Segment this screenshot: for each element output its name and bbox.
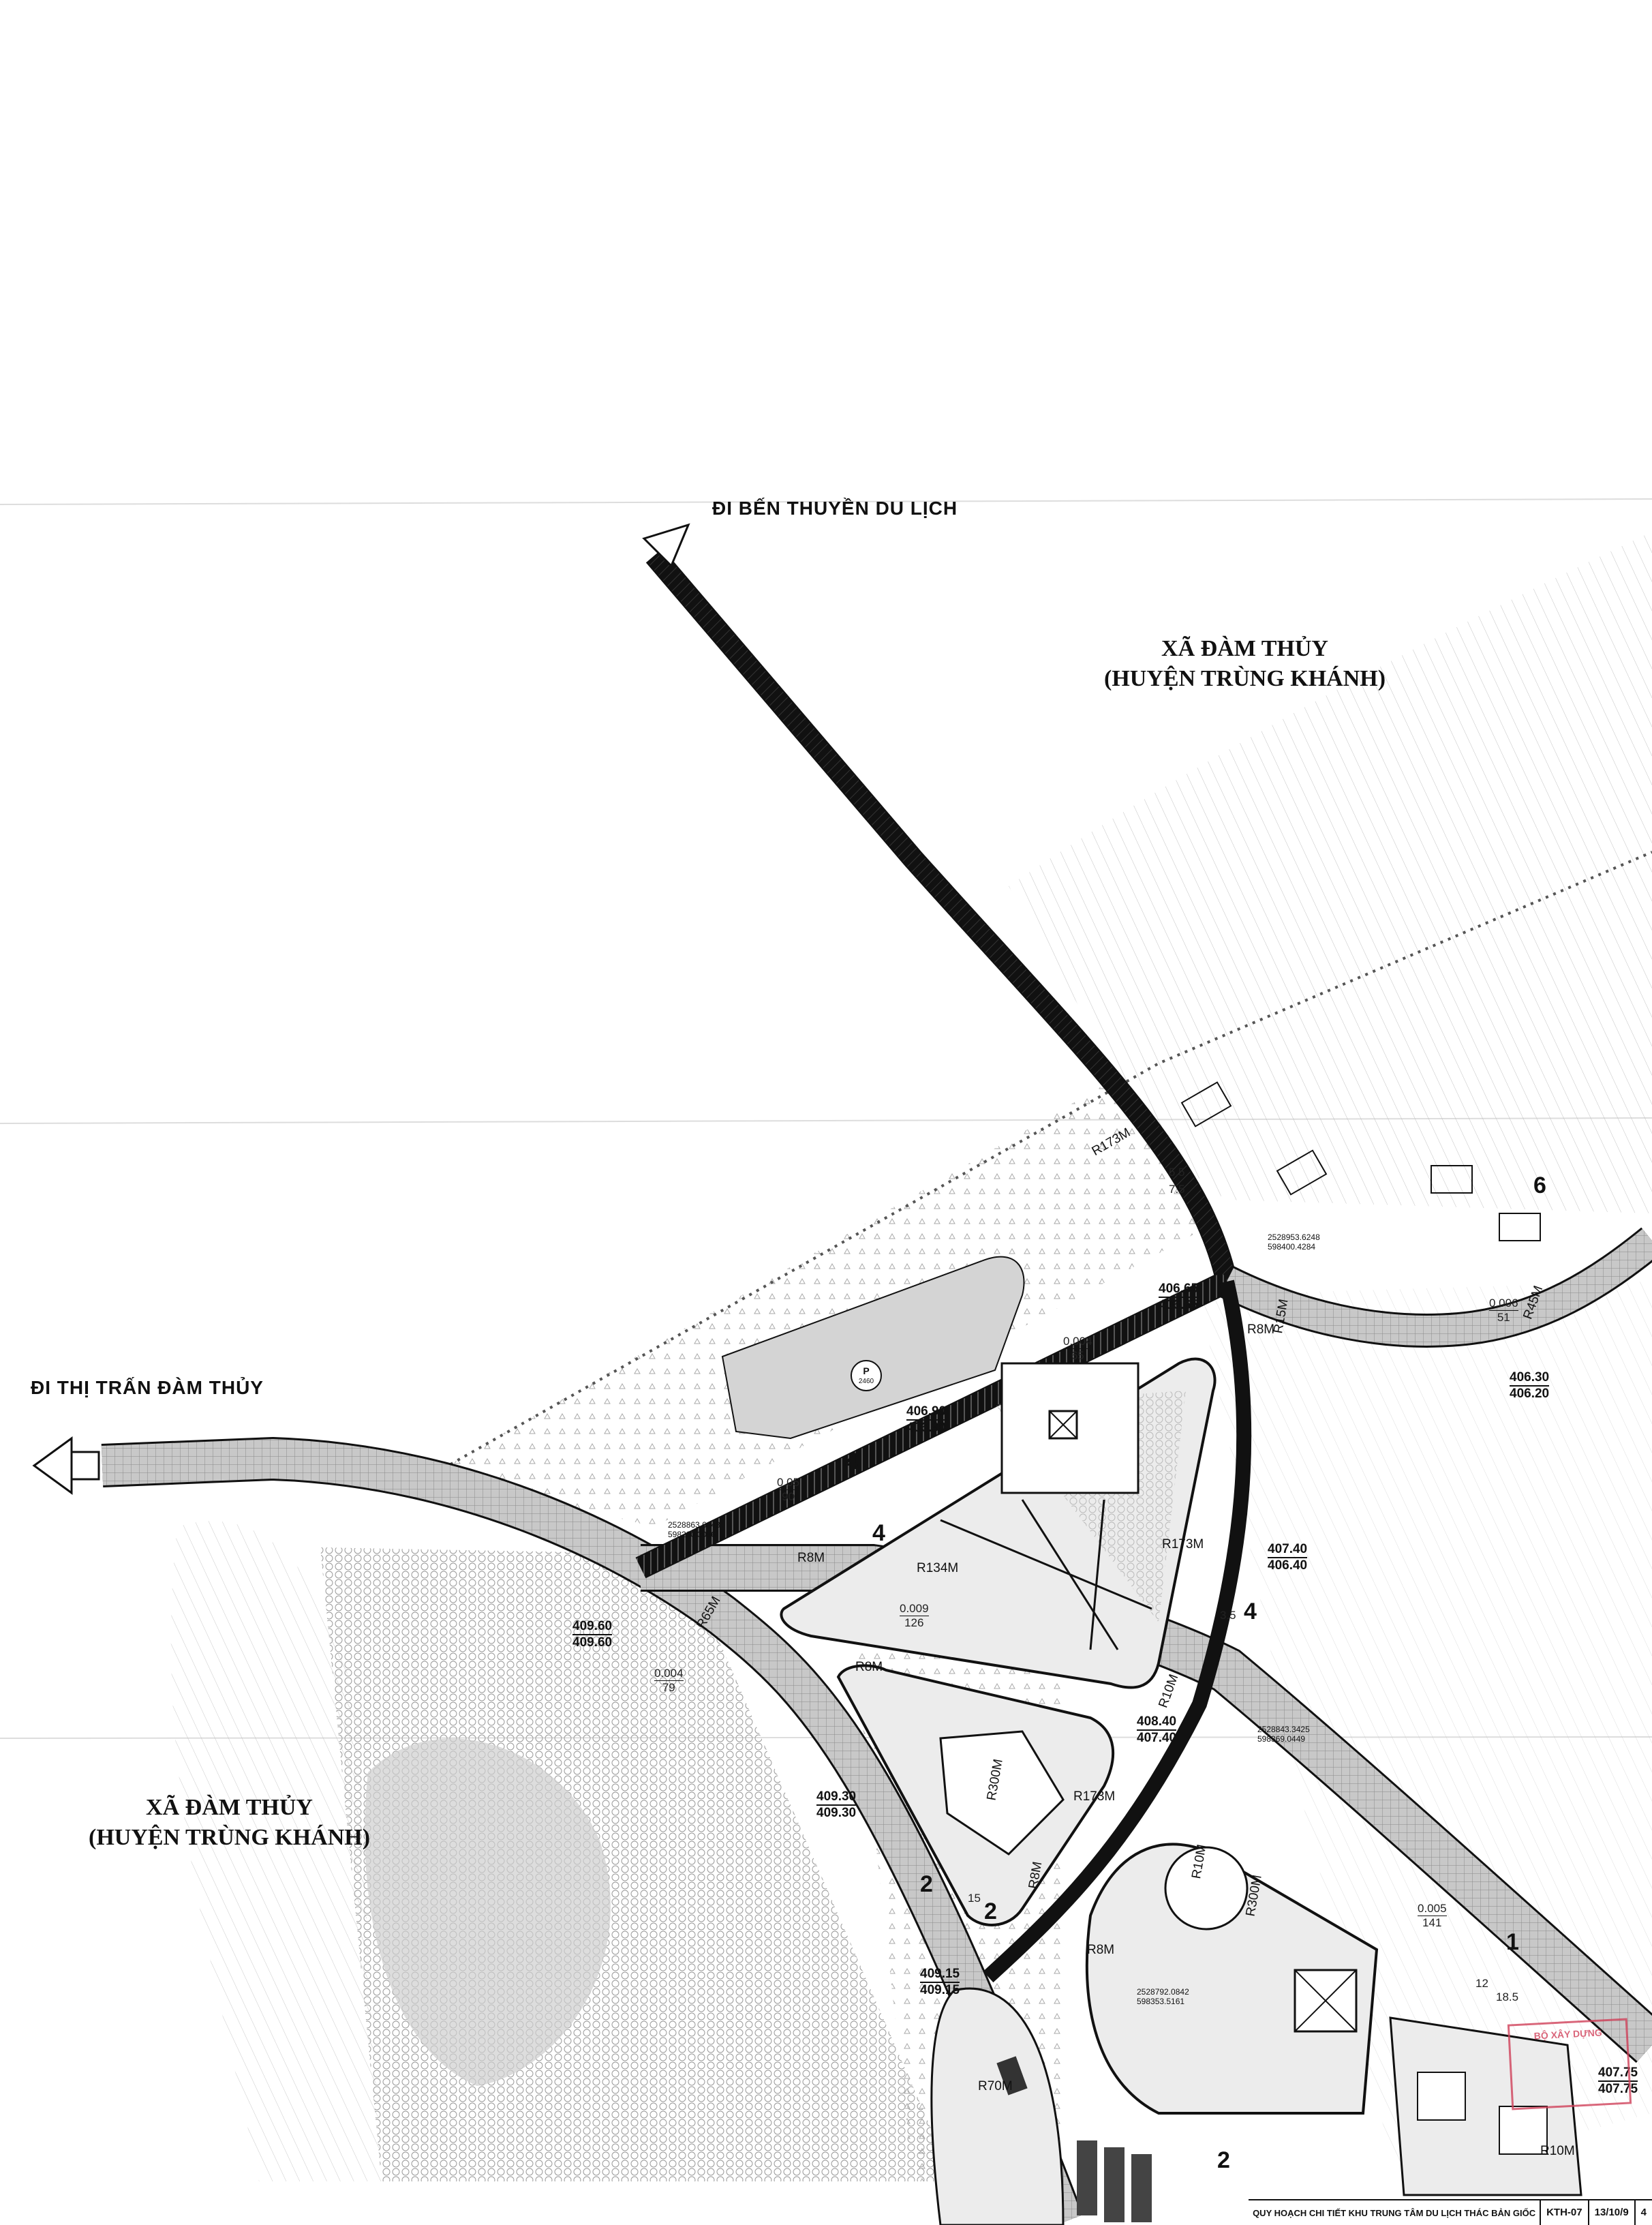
section-marker: 4 xyxy=(1244,1599,1257,1624)
radius-label: R173M xyxy=(1073,1789,1116,1804)
section-marker: 4 xyxy=(872,1520,885,1546)
radius-label: R8M xyxy=(855,1660,883,1674)
width-label: 7.5 xyxy=(1169,1183,1185,1196)
parking-symbol: P 2460 xyxy=(851,1360,882,1391)
width-label: 12 xyxy=(1475,1977,1488,1990)
radius-label: R70M xyxy=(978,2079,1013,2093)
title-block: QUY HOẠCH CHI TIẾT KHU TRUNG TÂM DU LỊCH… xyxy=(1249,2199,1652,2225)
commune-label-sw: XÃ ĐÀM THỦY (HUYỆN TRÙNG KHÁNH) xyxy=(89,1795,371,1850)
radius-label: R173M xyxy=(1162,1537,1204,1552)
west-destination-label: ĐI THỊ TRẤN ĐÀM THỦY xyxy=(31,1377,264,1398)
drawing-code: KTH-07 xyxy=(1540,2200,1588,2225)
radius-label: R8M xyxy=(797,1551,825,1565)
section-marker: 4 xyxy=(845,1449,858,1474)
width-label: 3.5 xyxy=(1220,1609,1236,1622)
radius-label: R10M xyxy=(1540,2144,1575,2158)
commune-label-ne: XÃ ĐÀM THỦY (HUYỆN TRÙNG KHÁNH) xyxy=(1104,636,1386,691)
sheet-number: 4 xyxy=(1634,2200,1652,2225)
section-marker: 2 xyxy=(920,1871,933,1897)
width-label: 15 xyxy=(968,1892,981,1905)
section-marker: 2 xyxy=(1217,2147,1230,2173)
drawing-date: 13/10/9 xyxy=(1587,2200,1634,2225)
approval-stamp: BỘ XÂY DỰNG xyxy=(1507,2018,1632,2110)
radius-label: R8M xyxy=(1087,1943,1115,1957)
drawing-title: QUY HOẠCH CHI TIẾT KHU TRUNG TÂM DU LỊCH… xyxy=(1253,2207,1536,2218)
section-marker: 1 xyxy=(1506,1929,1519,1955)
radius-label: R134M xyxy=(917,1561,959,1575)
width-label: 18.5 xyxy=(1496,1991,1519,2003)
section-marker: 2 xyxy=(984,1898,997,1924)
radius-label: R8M xyxy=(1247,1322,1275,1337)
north-destination-label: ĐI BẾN THUYỀN DU LỊCH xyxy=(712,498,958,519)
width-label: 5.5 xyxy=(1169,1166,1185,1179)
section-marker: 6 xyxy=(1533,1172,1546,1198)
